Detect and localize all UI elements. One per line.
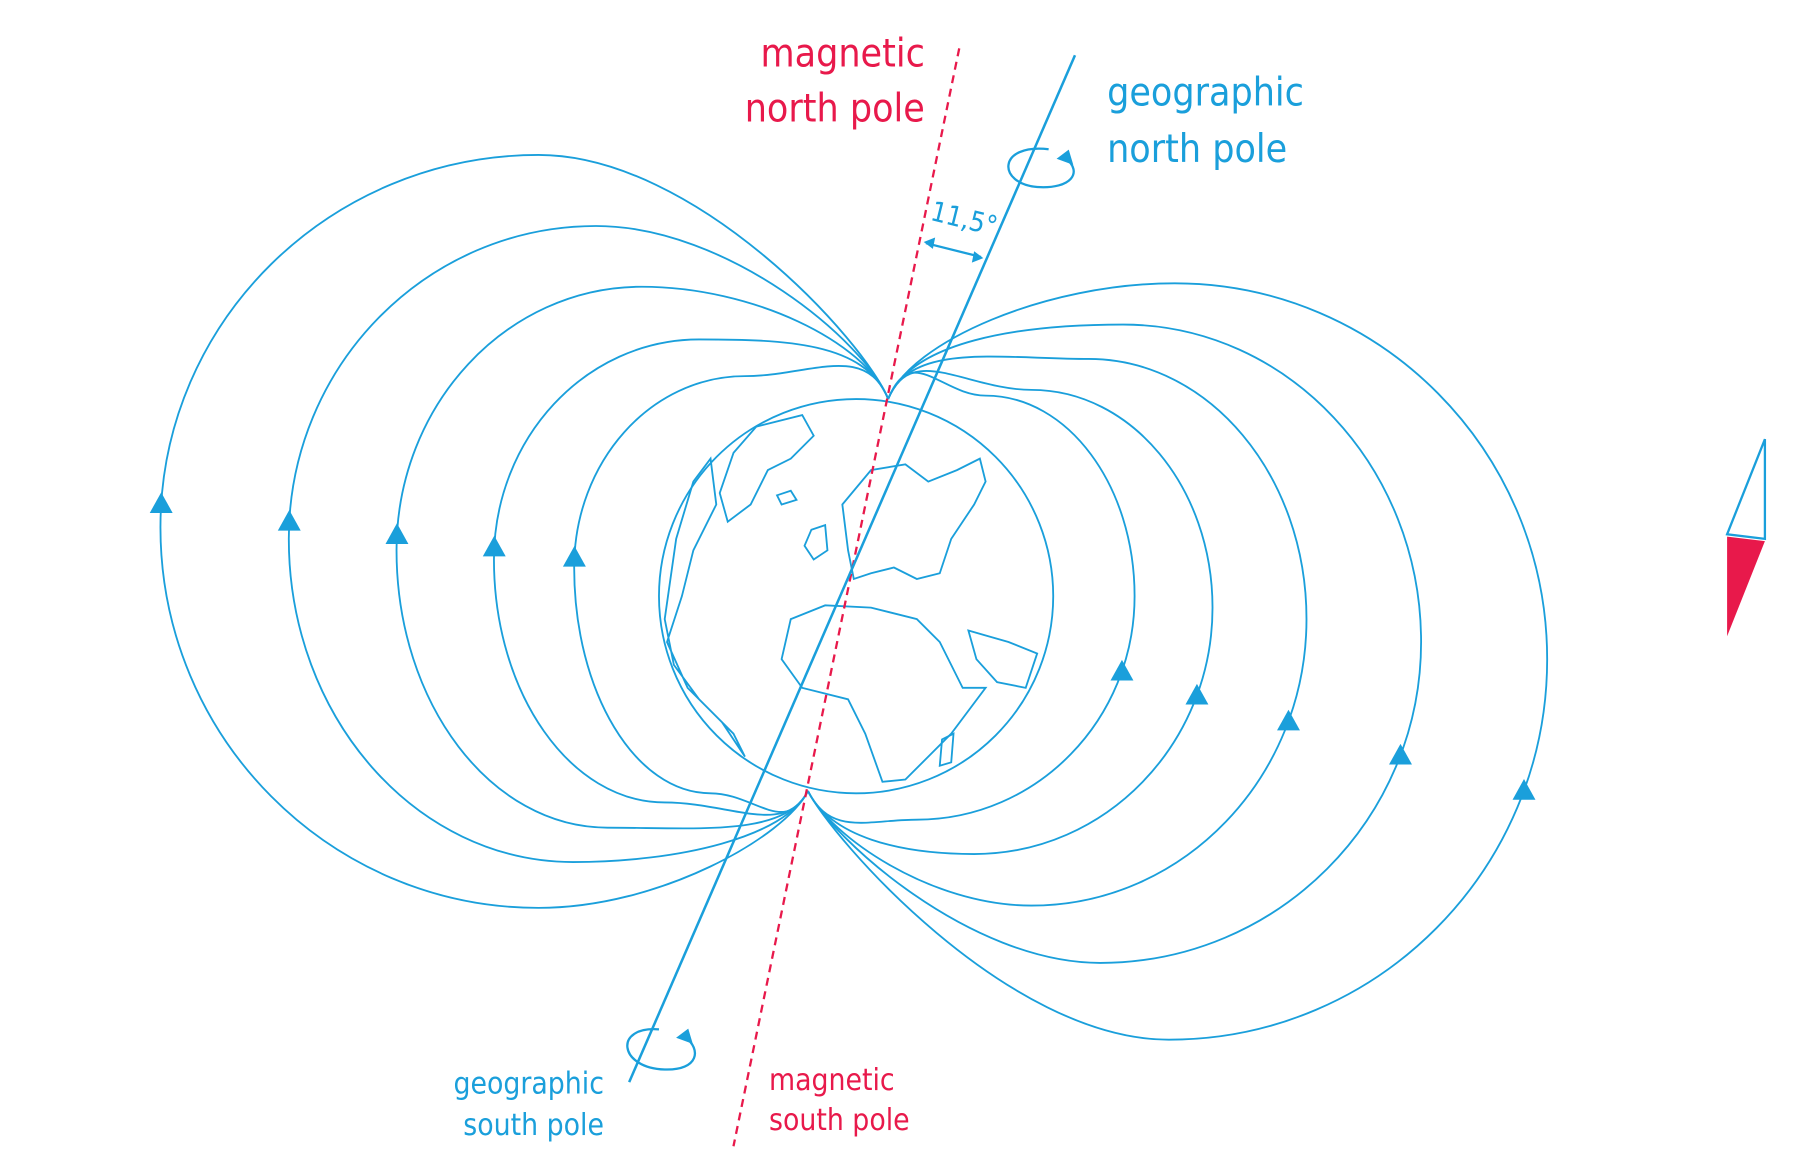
- magnetic-south-label-2: south pole: [769, 1103, 910, 1138]
- field-lines: [159, 154, 1549, 1041]
- greenland: [718, 414, 815, 524]
- field-direction-arrow-icon: [277, 510, 301, 531]
- rotation-arrow-icon: [1007, 147, 1075, 189]
- field-line: [493, 338, 890, 816]
- field-direction-arrow-icon: [562, 545, 586, 567]
- field-line: [807, 371, 1136, 824]
- rotation-arrow-icon: [626, 1028, 696, 1071]
- field-direction-arrow-icon: [1185, 683, 1209, 705]
- americas-edge: [663, 456, 746, 758]
- geographic-axis: [628, 54, 1077, 1083]
- field-direction-arrow-icon: [1389, 743, 1412, 765]
- magnetic-axis: [732, 48, 961, 1147]
- geographic-north-label-1: geographic: [1107, 71, 1304, 116]
- field-direction-arrow-icon: [1277, 709, 1300, 731]
- field-direction-arrow-icon: [385, 523, 409, 544]
- geographic-north-label-2: north pole: [1107, 127, 1287, 172]
- field-line: [807, 370, 1214, 855]
- earth: [658, 398, 1055, 795]
- europe-asia: [841, 457, 987, 581]
- field-line: [159, 154, 890, 909]
- africa: [780, 604, 988, 783]
- field-arrows: [149, 492, 1536, 800]
- geographic-south-label-2: south pole: [463, 1108, 604, 1143]
- magnetic-south-label-1: magnetic: [769, 1063, 895, 1098]
- geographic-south-label-1: geographic: [453, 1067, 604, 1102]
- magnetic-north-label-2: north pole: [745, 87, 925, 132]
- arabia: [967, 629, 1039, 689]
- field-line: [807, 355, 1308, 907]
- magnetic-north-label-1: magnetic: [760, 32, 924, 77]
- field-direction-arrow-icon: [149, 492, 173, 513]
- field-line: [807, 323, 1423, 964]
- field-line: [573, 365, 890, 813]
- british-isles: [803, 523, 829, 561]
- compass-needle-icon: [1725, 438, 1767, 637]
- field-line: [807, 282, 1549, 1041]
- field-direction-arrow-icon: [1512, 779, 1536, 800]
- field-direction-arrow-icon: [1110, 659, 1134, 681]
- madagascar: [938, 732, 955, 768]
- field-direction-arrow-icon: [482, 535, 506, 557]
- angle-label: 11,5°: [928, 195, 1001, 242]
- iceland: [775, 489, 798, 506]
